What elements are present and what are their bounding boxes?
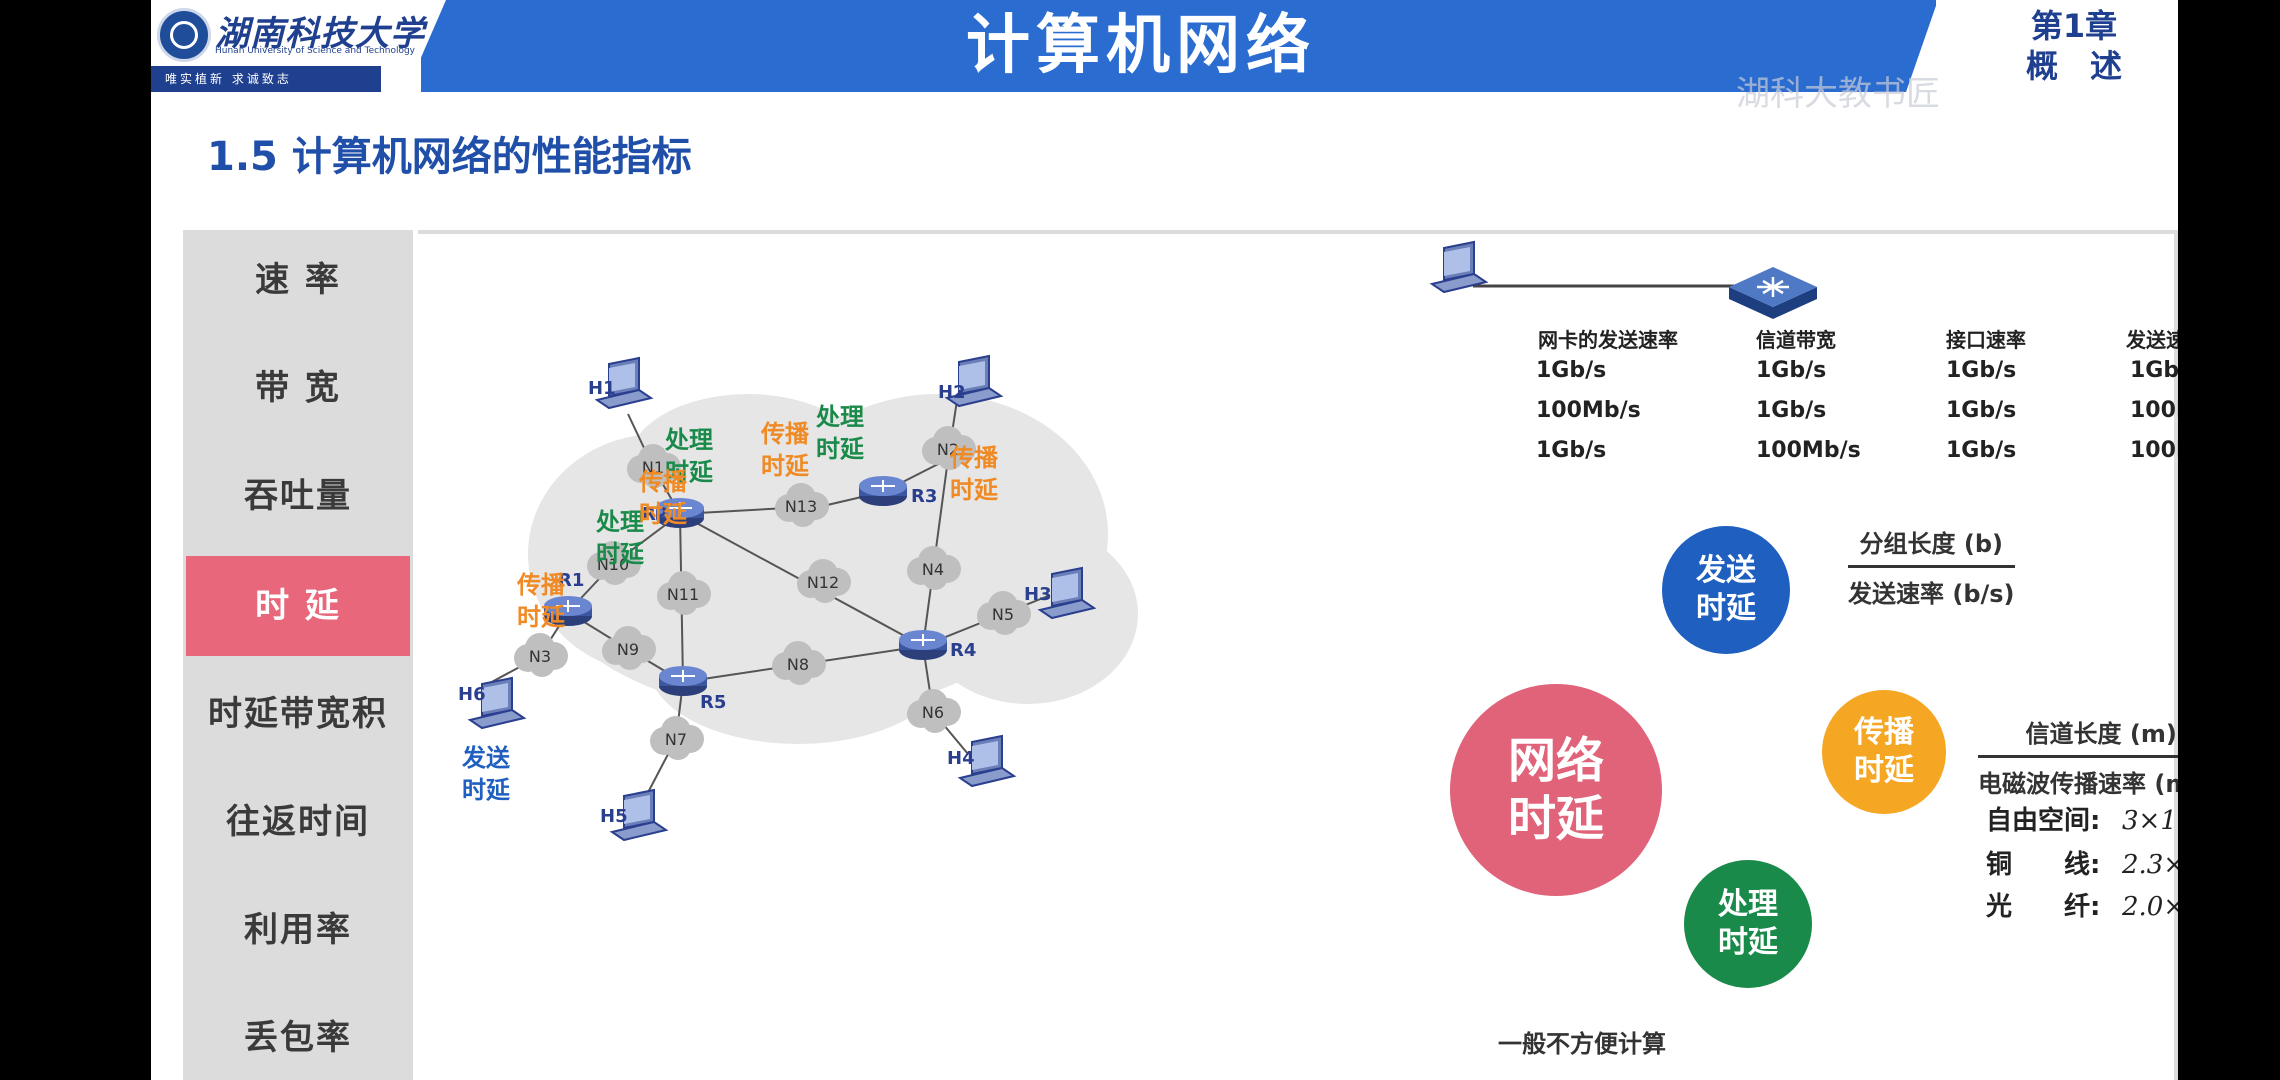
propagation-delay-label-4: 传播时延 [950, 444, 998, 504]
table-cell: 1Gb/s [1756, 358, 1827, 383]
network-label-n1: N1 [642, 458, 664, 477]
slide: 湖南科技大学 Hunan University of Science and T… [151, 0, 2178, 1080]
table-cell: 1Gb/s [2130, 358, 2178, 383]
sidebar-item-rate[interactable]: 速 率 [255, 260, 341, 300]
network-delay-circle: 网络时延 [1450, 684, 1662, 896]
router-label-r4: R4 [950, 640, 976, 661]
processing-delay-label-r1: 处理时延 [596, 508, 644, 568]
speed-free-space: 自由空间:3×10⁸ m/s [1986, 806, 2178, 836]
link-illustration [1429, 240, 1817, 319]
sidebar: 速 率 带 宽 吞吐量 时 延 时延带宽积 往返时间 利用率 丢包率 [183, 230, 413, 1080]
table-cell: 1Gb/s [1946, 398, 2017, 423]
table-cell: 1Gb/s [1756, 398, 1827, 423]
table-cell: 100Mb/s [1536, 398, 1641, 423]
table-header-send-rate: 发送速率 [2126, 328, 2178, 352]
router-r3-icon [858, 475, 908, 507]
formula-denominator: 电磁波传播速率 (m/s) [1978, 770, 2178, 798]
university-logo-icon [157, 8, 211, 62]
network-label-n13: N13 [785, 497, 817, 516]
router-label-r5: R5 [700, 692, 726, 713]
host-label-h2: H2 [938, 382, 966, 403]
table-cell: 100Mb/s [2130, 438, 2178, 463]
network-label-n3: N3 [529, 647, 551, 666]
network-label-n11: N11 [667, 585, 699, 604]
sidebar-item-delay[interactable]: 时 延 [186, 556, 410, 656]
host-label-h5: H5 [600, 806, 628, 827]
table-header-interface-rate: 接口速率 [1946, 328, 2026, 352]
processing-delay-label-r2: 处理时延 [665, 426, 713, 486]
laptop-icon [1429, 240, 1489, 294]
university-english-name: Hunan University of Science and Technolo… [215, 46, 416, 56]
host-label-h6: H6 [458, 684, 486, 705]
propagation-delay-circle: 传播时延 [1822, 690, 1946, 814]
sidebar-item-packet-loss[interactable]: 丢包率 [244, 1018, 352, 1058]
processing-delay-label-r3: 处理时延 [816, 403, 864, 463]
network-label-n4: N4 [922, 560, 944, 579]
propagation-delay-text: 传播时延 [1854, 715, 1914, 788]
network-label-n5: N5 [992, 605, 1014, 624]
processing-delay-text: 处理时延 [1718, 887, 1778, 960]
formula-numerator: 信道长度 (m) [1978, 714, 2178, 758]
propagation-delay-label-2: 传播时延 [639, 468, 687, 528]
network-delay-text: 网络时延 [1507, 733, 1604, 847]
section-title: 1.5 计算机网络的性能指标 [207, 134, 692, 180]
university-motto: 唯实植新 求诚致志 [151, 66, 381, 92]
sidebar-item-rtt[interactable]: 往返时间 [226, 802, 370, 842]
speed-copper: 铜 线:2.3×10⁸ m/s [1986, 850, 2178, 880]
host-label-h3: H3 [1024, 584, 1052, 605]
table-cell: 1Gb/s [1536, 358, 1607, 383]
router-r4-icon [898, 629, 948, 661]
chapter-box [1936, 0, 2178, 92]
speed-fiber: 光 纤:2.0×10⁸ m/s [1986, 892, 2178, 922]
network-label-n7: N7 [665, 730, 687, 749]
watermark: 湖科大教书匠 [1736, 74, 1940, 114]
table-cell: 1Gb/s [1946, 358, 2017, 383]
chapter-name: 概 述 [2026, 47, 2123, 85]
transmission-delay-formula: 分组长度 (b) 发送速率 (b/s) [1848, 524, 2015, 609]
network-label-n9: N9 [617, 640, 639, 659]
transmission-delay-circle: 发送时延 [1662, 526, 1790, 654]
router-label-r3: R3 [911, 486, 937, 507]
propagation-delay-label-3: 传播时延 [761, 420, 809, 480]
formula-denominator: 发送速率 (b/s) [1848, 580, 2015, 608]
network-label-n10: N10 [597, 555, 629, 574]
host-label-h4: H4 [947, 748, 975, 769]
transmission-delay-text: 发送时延 [1696, 553, 1756, 626]
sidebar-item-utilization[interactable]: 利用率 [244, 910, 352, 950]
content-panel: N1 N2 N3 N4 N5 N6 N7 N8 N9 N10 N11 N12 N… [418, 230, 2178, 1080]
host-label-h1: H1 [588, 378, 616, 399]
network-label-n6: N6 [922, 703, 944, 722]
network-topology-diagram: N1 N2 N3 N4 N5 N6 N7 N8 N9 N10 N11 N12 N… [458, 355, 1138, 841]
router-label-r1: R1 [558, 570, 584, 591]
table-cell: 1Gb/s [1946, 438, 2017, 463]
propagation-delay-label-1: 传播时延 [517, 571, 565, 631]
table-header-channel-bandwidth: 信道带宽 [1756, 328, 1836, 352]
network-label-n12: N12 [807, 573, 839, 592]
chapter-label: 第1章 概 述 [2026, 6, 2122, 86]
processing-delay-note: 一般不方便计算 [1498, 1030, 1666, 1058]
sidebar-item-throughput[interactable]: 吞吐量 [244, 476, 352, 516]
university-name: 湖南科技大学 [215, 14, 425, 54]
sidebar-item-bandwidth[interactable]: 带 宽 [255, 368, 341, 408]
router-label-r2: R2 [642, 504, 668, 525]
propagation-delay-formula: 信道长度 (m) 电磁波传播速率 (m/s) [1978, 714, 2178, 799]
table-cell: 100Mb/s [2130, 398, 2178, 423]
processing-delay-circle: 处理时延 [1684, 860, 1812, 988]
course-title: 计算机网络 [966, 9, 1316, 83]
table-header-nic-rate: 网卡的发送速率 [1538, 328, 1678, 352]
switch-icon [1729, 267, 1817, 319]
chapter-number: 第1章 [2030, 7, 2118, 45]
slide-header: 湖南科技大学 Hunan University of Science and T… [151, 0, 2178, 92]
table-cell: 100Mb/s [1756, 438, 1861, 463]
network-label-n8: N8 [787, 655, 809, 674]
formula-numerator: 分组长度 (b) [1848, 524, 2015, 568]
transmission-delay-label-host: 发送时延 [462, 744, 510, 804]
table-cell: 1Gb/s [1536, 438, 1607, 463]
network-label-n2: N2 [937, 440, 959, 459]
sidebar-item-delay-bandwidth-product[interactable]: 时延带宽积 [208, 694, 388, 734]
